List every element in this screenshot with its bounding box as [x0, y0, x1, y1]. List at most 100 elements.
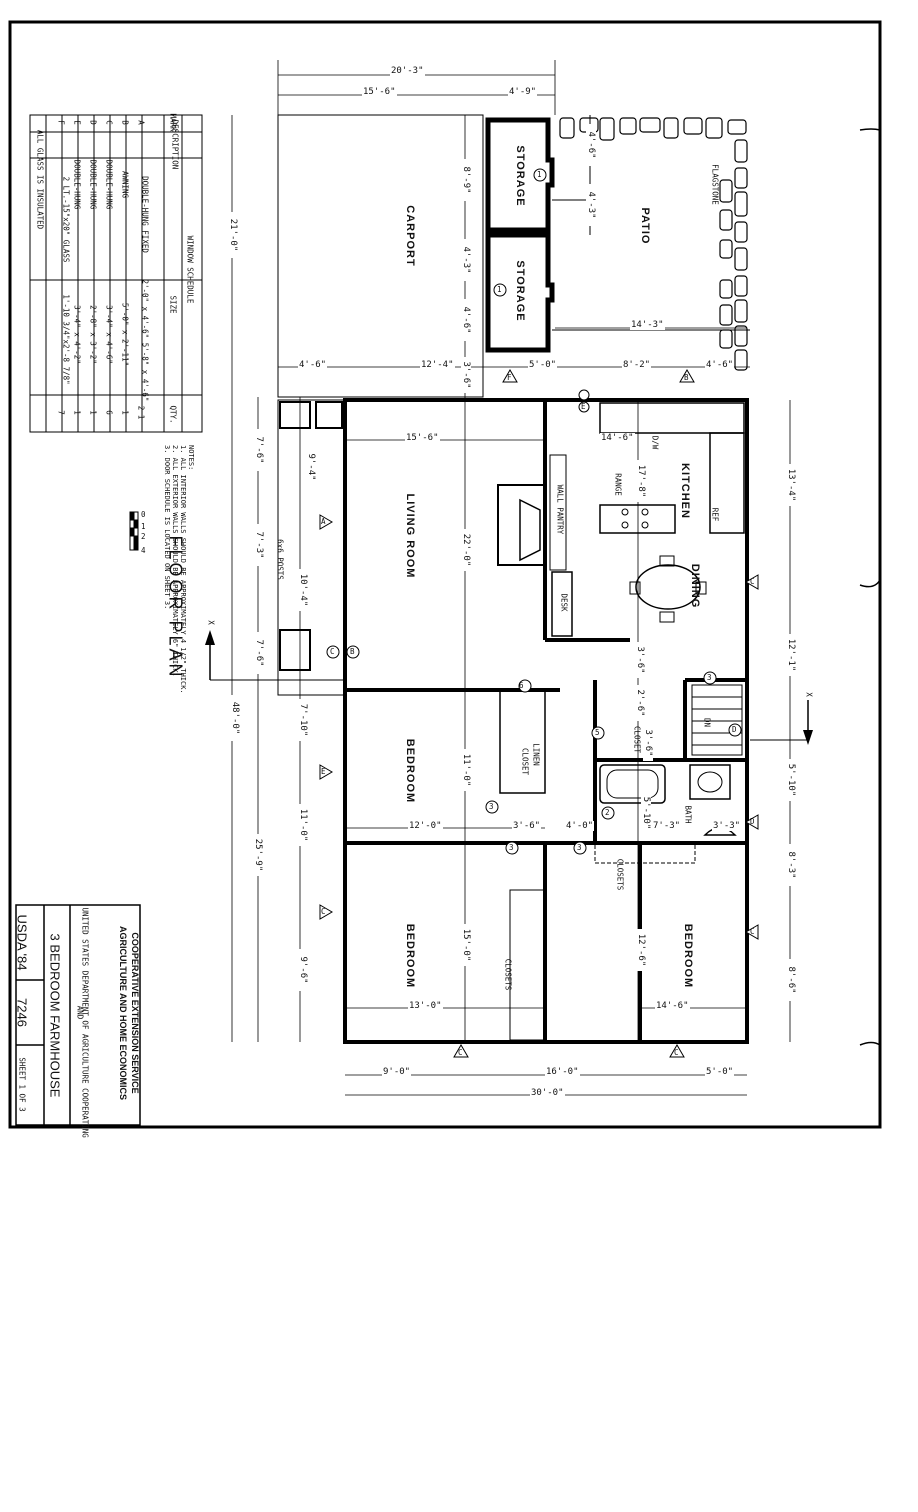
ws-row-a-mark: A: [136, 120, 146, 125]
ws-row-f-qty: 7: [56, 410, 66, 415]
dim-7-3: 7'-3": [254, 524, 264, 566]
ws-row-d-desc: DOUBLE-HUNG: [88, 159, 98, 210]
ref-label: REF: [710, 507, 720, 522]
ws-row-f-mark: F: [56, 120, 66, 125]
scale-label-4: 4: [141, 546, 146, 555]
marker-window-c4: C: [458, 1048, 463, 1057]
marker-door-2: C: [330, 647, 335, 656]
bath-label: BATH: [683, 805, 693, 824]
note-1: 1. ALL INTERIOR WALLS SHOULD BE APPROXIM…: [179, 445, 187, 694]
marker-door-6: 2: [605, 808, 610, 817]
tb-code: USDA '84: [14, 914, 30, 971]
marker-door-3: D: [732, 725, 737, 734]
scale-label-2: 2: [141, 532, 146, 541]
ws-row-b-desc: AWNING: [120, 170, 130, 199]
bedroom-label-2: BEDROOM: [404, 923, 416, 989]
dim-4-6-a: 4'-6": [461, 299, 471, 341]
marker-window-c1: C: [321, 907, 326, 916]
ws-footer: ALL GLASS IS INSULATED: [35, 129, 45, 230]
dim-10-4: 10'-4": [298, 569, 308, 611]
dim-14-6: 14'-6": [655, 1001, 690, 1011]
dim-4-6-d: 4'-6": [705, 360, 735, 370]
ws-row-d-mark: D: [88, 120, 98, 125]
dim-2-6: 2'-6": [635, 685, 645, 721]
dim-3-6-d: 3'-6": [512, 821, 542, 831]
dim-12-1: 12'-1": [786, 634, 796, 676]
ws-row-f-size: 1'-10 3/4"x2'-8 7/8": [61, 294, 71, 385]
marker-window-d: D: [750, 817, 755, 826]
linen-label: LINEN: [531, 743, 541, 766]
ws-row-d-qty: 1: [88, 410, 98, 415]
section-marker-left: X: [206, 620, 216, 625]
dim-4-3-a: 4'-3": [461, 239, 471, 281]
dim-3-6-c: 3'-6": [643, 725, 653, 761]
dim-7-3-b: 7'-3": [652, 821, 682, 831]
range-label: RANGE: [613, 473, 623, 496]
bedroom-label-1: BEDROOM: [404, 738, 416, 804]
tb-sheet: SHEET 1 OF 3: [17, 1057, 27, 1112]
note-2: 2. ALL EXTERIOR WALLS SHOULD BE APPROXIM…: [171, 445, 179, 677]
marker-window-b: B: [684, 373, 689, 382]
marker-door-5b: 1: [497, 285, 502, 294]
ws-row-a-size: 2'-0" x 4'-6" 5'-8" x 4'-6": [140, 279, 150, 402]
ws-row-e-size: 3'-4" x 4'-2": [72, 305, 82, 364]
dim-15-0: 15'-0": [461, 924, 471, 966]
closets-label-2: CLOSETS: [503, 958, 513, 991]
dim-overall-carport: 20'-3": [390, 66, 425, 76]
tb-line3: UNITED STATES DEPARTMENT OF AGRICULTURE …: [80, 907, 90, 1138]
dw-label: D/W: [650, 435, 660, 450]
ws-row-b-mark: B: [120, 120, 130, 125]
dim-7-6-b: 7'-6": [254, 632, 264, 674]
notes-block: NOTES: 1. ALL INTERIOR WALLS SHOULD BE A…: [145, 445, 195, 825]
dim-7-6-a: 7'-6": [254, 429, 264, 471]
dim-3-3: 3'-3": [712, 821, 742, 831]
ws-row-c-size: 3'-4" x 4'-6": [104, 305, 114, 364]
dim-12-4: 12'-4": [420, 360, 455, 370]
ws-row-e-mark: E: [72, 120, 82, 125]
storage-label-1: STORAGE: [514, 145, 526, 207]
ws-row-b-qty: 1: [120, 410, 130, 415]
section-marker-right: X: [804, 692, 814, 697]
tb-number: 7246: [14, 998, 30, 1027]
bedroom-label-3: BEDROOM: [682, 923, 694, 989]
dim-25-9: 25'-9": [253, 834, 263, 876]
ws-row-c-mark: C: [104, 120, 114, 125]
dn-label: DN: [702, 717, 712, 728]
dim-3-6-b: 3'-6": [635, 642, 645, 678]
ws-row-c-desc: DOUBLE-HUNG: [104, 159, 114, 210]
carport-label: CARPORT: [404, 205, 416, 267]
ws-row-a-desc: DOUBLE-HUNG FIXED: [140, 176, 150, 253]
dim-30-0: 30'-0": [530, 1088, 565, 1098]
dim-8-3: 8'-3": [786, 844, 796, 886]
patio-label: PATIO: [639, 207, 651, 245]
dim-5-0-b: 5'-0": [705, 1067, 735, 1077]
living-room-label: LIVING ROOM: [404, 493, 416, 579]
dim-11-0-a: 11'-0": [461, 749, 471, 791]
marker-window-c2: C: [750, 577, 755, 586]
closet-label-2: CLOSET: [632, 725, 642, 754]
scale-label-0: 0: [141, 510, 146, 519]
dim-48-0: 48'-0": [230, 695, 240, 741]
dim-9-0: 9'-0": [382, 1067, 412, 1077]
marker-door-7a: 3: [707, 673, 712, 682]
ws-row-f-desc: 2 LT.-15"x20" GLASS: [61, 176, 71, 263]
ws-header-desc: DESCRIPTION: [170, 119, 180, 170]
posts-label: 6x6 POSTS: [275, 539, 285, 580]
dim-12-0: 12'-0": [408, 821, 443, 831]
dim-7-10: 7'-10": [298, 699, 308, 741]
marker-window-e: E: [321, 767, 326, 776]
dim-11-0-b: 11'-0": [298, 804, 308, 846]
dim-storage-width: 4'-9": [508, 87, 538, 97]
marker-door-9: 5: [595, 728, 600, 737]
kitchen-label: KITCHEN: [679, 463, 691, 519]
dim-8-9: 8'-9": [461, 159, 471, 201]
dim-4-3-b: 4'-3": [586, 184, 596, 226]
marker-door-5a: 1: [537, 170, 542, 179]
marker-door-7c: 3: [509, 843, 514, 852]
ws-row-e-qty: 1: [72, 410, 82, 415]
marker-window-c5: C: [674, 1048, 679, 1057]
dim-14-6-kitchen: 14'-6": [600, 433, 635, 443]
marker-door-10: 6: [519, 681, 524, 690]
closets-label-1: CLOSETS: [615, 858, 625, 891]
marker-door-7b: 3: [489, 802, 494, 811]
